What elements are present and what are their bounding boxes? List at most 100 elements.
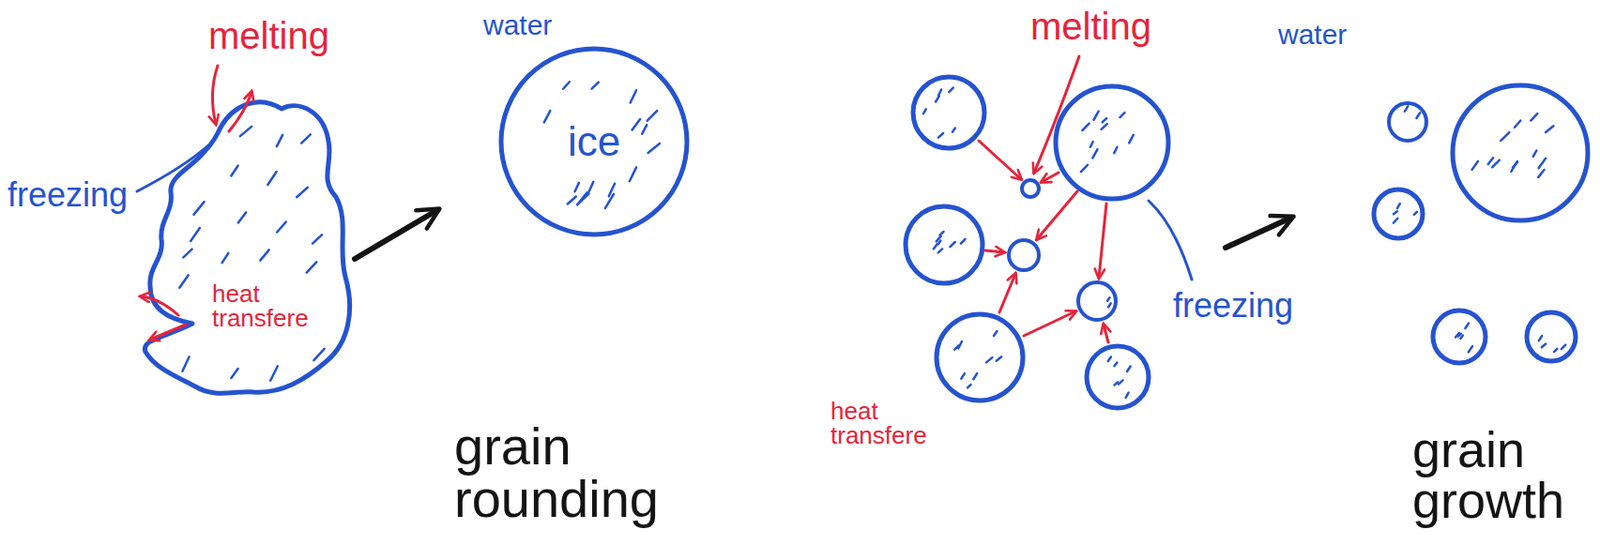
heat-arrow xyxy=(999,274,1016,313)
freezing-leader xyxy=(1148,200,1192,280)
ice-grain xyxy=(1432,310,1486,364)
ice-texture xyxy=(1512,162,1518,168)
ice-grain-outline xyxy=(144,102,350,394)
process-label: freezing xyxy=(1173,289,1294,323)
ice-texture xyxy=(960,373,965,380)
ice-texture xyxy=(1538,169,1544,178)
ice-grain xyxy=(1008,240,1039,271)
ice-texture xyxy=(544,110,551,122)
ice-texture xyxy=(575,182,580,192)
ice-texture xyxy=(1108,356,1112,362)
ice-texture xyxy=(641,124,647,135)
process-label: melting xyxy=(1030,7,1152,46)
heat-arrow xyxy=(978,140,1021,180)
ice-texture xyxy=(1492,160,1500,168)
ice-texture-group xyxy=(923,88,1566,398)
heat-arrow xyxy=(228,91,252,132)
ice-grain xyxy=(905,206,983,284)
ice-texture xyxy=(240,126,252,137)
ice-texture xyxy=(1128,135,1133,144)
ice-texture xyxy=(938,89,942,96)
ice-grain xyxy=(1373,189,1423,239)
ice-texture xyxy=(923,108,927,114)
ice-texture xyxy=(1114,381,1119,385)
panel-title: grain rounding xyxy=(454,420,659,526)
ice-texture xyxy=(567,196,577,204)
ice-texture xyxy=(276,221,287,232)
ice-texture xyxy=(270,365,278,381)
ice-texture xyxy=(179,274,188,288)
ice-texture xyxy=(938,240,941,244)
ice-texture xyxy=(647,110,657,122)
ice-grain xyxy=(1388,103,1427,141)
ice-texture xyxy=(313,349,324,361)
ice-texture xyxy=(1539,158,1547,169)
ice-texture xyxy=(629,167,637,182)
ice-texture xyxy=(1554,349,1557,352)
ice-texture xyxy=(592,82,599,90)
ice-texture xyxy=(1093,111,1098,121)
ice-texture xyxy=(948,88,953,93)
ice-texture xyxy=(1397,203,1401,209)
ice-texture xyxy=(1107,297,1110,302)
melting-arrow xyxy=(212,65,218,124)
ice-texture xyxy=(238,213,246,224)
ice-texture xyxy=(1113,363,1117,367)
ice-texture xyxy=(1126,393,1129,398)
ice-texture xyxy=(1127,366,1131,372)
process-arrow xyxy=(354,210,438,260)
ice-texture xyxy=(1533,150,1538,156)
ice-texture xyxy=(630,90,637,103)
ice-grain-outline xyxy=(501,48,687,235)
ice-texture xyxy=(1404,106,1408,111)
ice-grain xyxy=(913,76,985,149)
ice-texture xyxy=(259,249,269,260)
heat-arrow xyxy=(150,324,186,340)
ice-texture xyxy=(605,194,614,209)
melting-arrow xyxy=(1034,56,1080,173)
ice-texture xyxy=(632,119,641,131)
ice-texture xyxy=(1500,132,1509,141)
ice-texture xyxy=(1510,161,1517,172)
ice-texture xyxy=(1416,112,1420,119)
ice-texture xyxy=(1119,112,1125,118)
ice-texture xyxy=(1102,118,1107,122)
ice-grain-node: ice xyxy=(497,45,691,239)
process-label: freezing xyxy=(7,178,128,213)
panel-title: grain growth xyxy=(1412,424,1565,526)
ice-texture xyxy=(276,135,283,147)
ice-texture xyxy=(1118,380,1124,384)
ice-texture xyxy=(1545,125,1554,133)
ice-texture xyxy=(312,234,322,244)
ice-texture-group xyxy=(179,126,324,381)
process-label: heat transfere xyxy=(830,398,928,448)
ice-texture xyxy=(222,253,229,263)
heat-arrow xyxy=(1023,311,1076,336)
ice-texture xyxy=(1541,344,1546,349)
ice-texture xyxy=(267,171,276,185)
medium-label: water xyxy=(1278,20,1347,49)
heat-arrow xyxy=(1036,191,1078,240)
ice-texture xyxy=(1455,333,1460,338)
ice-grain xyxy=(1055,86,1169,199)
ice-texture xyxy=(949,242,955,247)
ice-texture-group xyxy=(544,81,660,209)
ice-texture xyxy=(938,248,943,253)
ice-texture xyxy=(960,239,966,244)
ice-texture xyxy=(1108,303,1112,307)
process-arrow xyxy=(1225,217,1292,248)
ice-texture xyxy=(230,368,238,379)
ice-texture xyxy=(1393,218,1398,224)
ice-texture xyxy=(182,249,192,259)
heat-arrow xyxy=(1098,203,1107,278)
ice-texture xyxy=(1081,165,1088,172)
ice-texture xyxy=(936,236,942,242)
ice-grain xyxy=(1452,85,1588,221)
ice-texture xyxy=(1460,335,1463,339)
ice-texture xyxy=(952,128,956,133)
ice-texture xyxy=(648,143,660,153)
ice-texture xyxy=(577,194,589,205)
ice-texture xyxy=(190,228,200,242)
